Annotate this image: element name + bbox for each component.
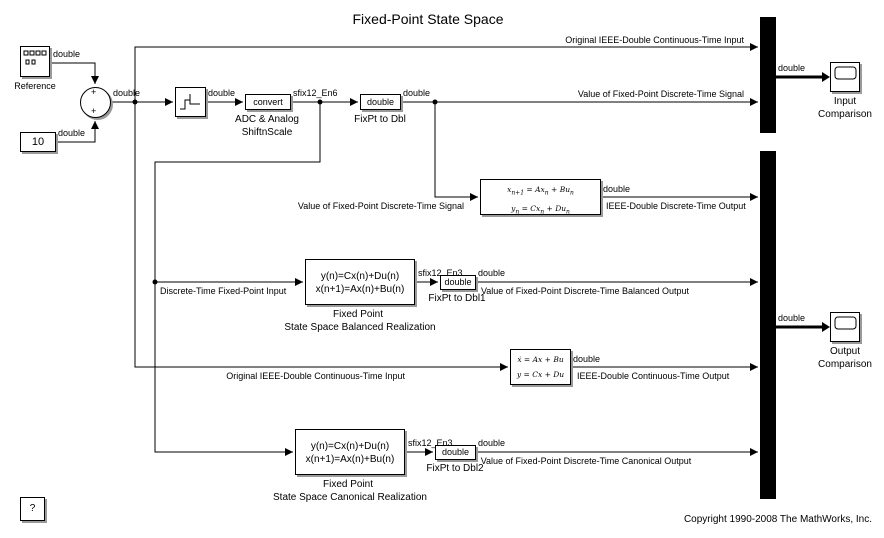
signal-label-convert-out: sfix12_En6 xyxy=(293,88,338,98)
continuous-eq-2: y = Cx + Du xyxy=(516,370,565,379)
constant-block[interactable]: 10 xyxy=(20,132,56,152)
signal-label-continuous-out: double xyxy=(573,354,601,364)
balanced-eq-2: x(n+1)=Ax(n)+Bu(n) xyxy=(315,284,405,295)
junction-dbl-out xyxy=(432,99,438,105)
line-label-balanced-out: Value of Fixed-Point Discrete-Time Balan… xyxy=(480,286,690,296)
sum-sign-bottom: + xyxy=(91,106,97,116)
signal-label-sum-out: double xyxy=(113,88,141,98)
output-scope-label-line2: Comparison xyxy=(818,359,872,370)
junction-sum-out xyxy=(132,99,138,105)
junction-fixpt-left xyxy=(152,279,158,285)
signal-label-zoh-out: double xyxy=(208,88,236,98)
discrete-eq-2: yn = Cxn + Dun xyxy=(511,203,570,216)
input-scope-label-line1: Input xyxy=(833,96,857,107)
signal-label-dbl2-out: double xyxy=(478,438,506,448)
signal-label-dbl-out: double xyxy=(403,88,431,98)
line-label-ieee-continuous-out: IEEE-Double Continuous-Time Output xyxy=(577,371,730,381)
fixpt-to-dbl2-block[interactable]: double xyxy=(435,445,476,460)
scope-icon xyxy=(834,316,857,330)
signal-label-const-out: double xyxy=(58,128,86,138)
fixpt-to-dbl1-block[interactable]: double xyxy=(440,275,476,290)
arrow-mux1-out xyxy=(822,72,830,82)
help-button[interactable]: ? xyxy=(20,497,45,521)
discrete-state-space-block[interactable]: xn+1 = Axn + Bun yn = Cxn + Dun xyxy=(480,179,601,215)
copyright-text: Copyright 1990-2008 The MathWorks, Inc. xyxy=(683,514,872,525)
arrow-mux2-out xyxy=(822,322,830,332)
line-label-discrete-fixpt-input: Discrete-Time Fixed-Point Input xyxy=(160,286,287,296)
line-label-fixpt-discrete-top: Value of Fixed-Point Discrete-Time Signa… xyxy=(577,89,744,99)
discrete-eq-1: xn+1 = Axn + Bun xyxy=(507,185,574,197)
wire-orig-mid xyxy=(134,102,508,371)
fixpt-to-dbl2-label: FixPt to Dbl2 xyxy=(426,463,484,474)
junction-convert-out xyxy=(317,99,323,105)
canonical-label-line1: Fixed Point xyxy=(322,479,374,490)
sum-sign-top: + xyxy=(91,87,97,97)
canonical-realization-block[interactable]: y(n)=Cx(n)+Du(n) x(n+1)=Ax(n)+Bu(n) xyxy=(295,429,405,475)
canonical-eq-2: x(n+1)=Ax(n)+Bu(n) xyxy=(305,454,395,465)
convert-label-line1: ADC & Analog xyxy=(235,114,299,125)
signal-label-balanced-in-type: sfix12_En3 xyxy=(418,268,463,278)
line-label-ieee-discrete-out: IEEE-Double Discrete-Time Output xyxy=(606,201,746,211)
output-scope-block[interactable] xyxy=(830,312,860,342)
wire-orig-top xyxy=(134,43,758,102)
balanced-label-line1: Fixed Point xyxy=(332,309,384,320)
fixpt-to-dbl-block[interactable]: double xyxy=(360,94,401,110)
line-label-orig-mid: Original IEEE-Double Continuous-Time Inp… xyxy=(226,371,405,381)
output-scope-label-line1: Output xyxy=(829,346,861,357)
signal-label-canonical-in-type: sfix12_En3 xyxy=(408,438,453,448)
input-scope-label-line2: Comparison xyxy=(818,109,872,120)
signal-builder-icon xyxy=(23,50,47,65)
line-label-orig-top: Original IEEE-Double Continuous-Time Inp… xyxy=(565,35,744,45)
balanced-eq-1: y(n)=Cx(n)+Du(n) xyxy=(320,271,400,282)
wire-constant-to-sum xyxy=(56,121,99,143)
canonical-label-line2: State Space Canonical Realization xyxy=(273,492,427,503)
continuous-state-space-block[interactable]: ẋ = Ax + Bu y = Cx + Du xyxy=(510,349,571,385)
wire-reference-to-sum xyxy=(52,62,99,84)
line-label-canonical-out: Value of Fixed-Point Discrete-Time Canon… xyxy=(480,456,692,466)
convert-label-line2: ShiftnScale xyxy=(241,127,293,138)
line-label-fixpt-discrete-mid: Value of Fixed-Point Discrete-Time Signa… xyxy=(297,201,464,211)
signal-label-mux1-out: double xyxy=(778,63,806,73)
canonical-eq-1: y(n)=Cx(n)+Du(n) xyxy=(310,441,390,452)
wire-dbl-to-discrete xyxy=(434,102,478,201)
zero-order-hold-block[interactable] xyxy=(175,87,206,117)
balanced-realization-block[interactable]: y(n)=Cx(n)+Du(n) x(n+1)=Ax(n)+Bu(n) xyxy=(305,259,415,305)
signal-label-dbl1-out: double xyxy=(478,268,506,278)
signal-label-mux2-out: double xyxy=(778,313,806,323)
signal-label-ref-out: double xyxy=(53,49,81,59)
convert-block[interactable]: convert xyxy=(245,94,291,110)
sum-block[interactable]: + + xyxy=(80,87,111,118)
continuous-eq-1: ẋ = Ax + Bu xyxy=(517,355,564,364)
step-icon xyxy=(180,94,200,110)
signal-label-discrete-out: double xyxy=(603,184,631,194)
fixpt-to-dbl-label: FixPt to Dbl xyxy=(354,114,406,125)
reference-label: Reference xyxy=(14,81,56,91)
scope-icon xyxy=(834,66,857,80)
input-scope-block[interactable] xyxy=(830,62,860,92)
mux-input-bar[interactable] xyxy=(760,17,776,133)
diagram-title: Fixed-Point State Space xyxy=(352,11,504,27)
reference-block[interactable] xyxy=(20,46,50,77)
wire-fixpt-branch xyxy=(154,102,321,456)
mux-output-bar[interactable] xyxy=(760,151,776,499)
balanced-label-line2: State Space Balanced Realization xyxy=(284,322,436,333)
fixpt-to-dbl1-label: FixPt to Dbl1 xyxy=(428,293,486,304)
